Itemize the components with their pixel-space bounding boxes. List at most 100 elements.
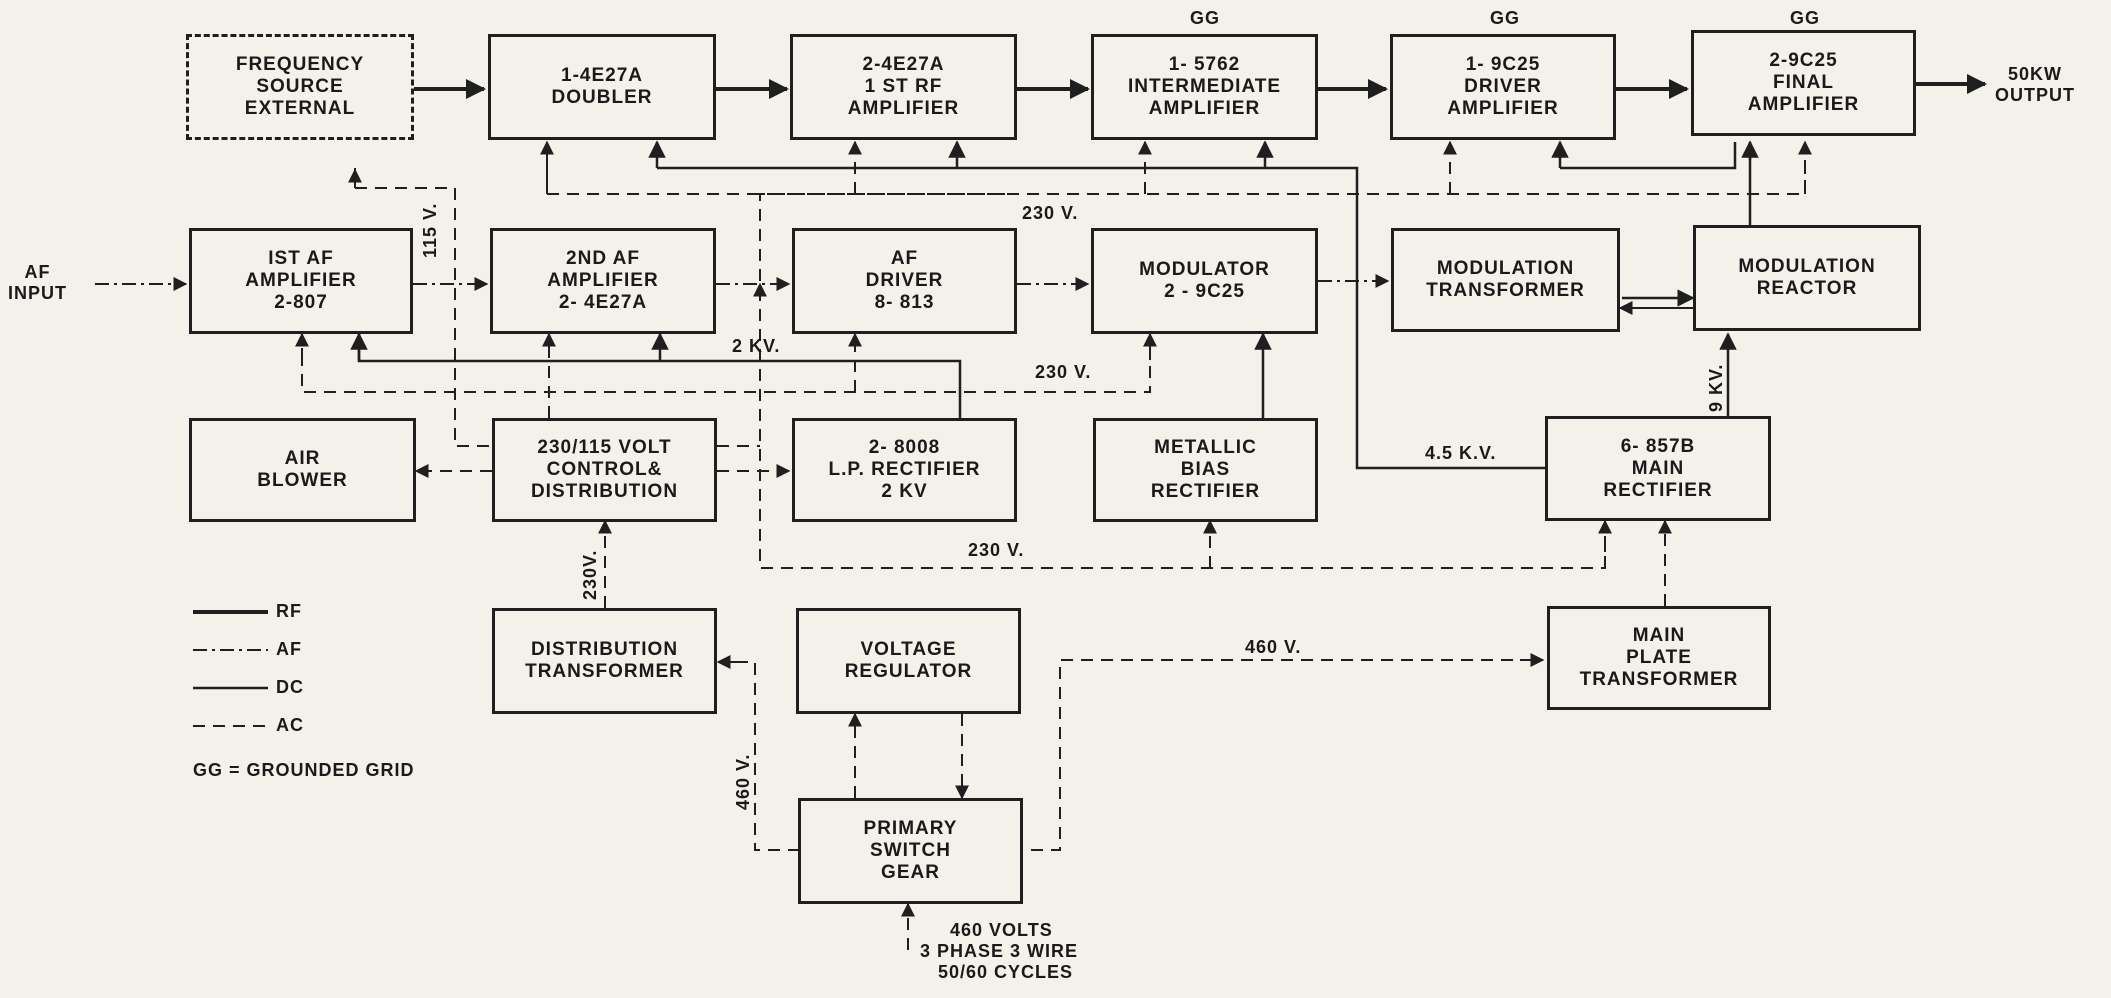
block-line: AF bbox=[890, 248, 919, 269]
af-input-line: INPUT bbox=[8, 283, 67, 303]
supply-line: 3 PHASE 3 WIRE bbox=[920, 941, 1079, 961]
legend-lines bbox=[193, 610, 268, 727]
block-line: TRANSFORMER bbox=[1426, 280, 1585, 301]
doubler-block: 1-4E27A DOUBLER bbox=[488, 34, 716, 140]
final-amplifier-block: 2-9C25 FINAL AMPLIFIER bbox=[1691, 30, 1916, 136]
label-230v-low: 230 V. bbox=[968, 540, 1025, 560]
block-line: RECTIFIER bbox=[1150, 481, 1261, 502]
block-line: 2- 8008 bbox=[868, 437, 941, 458]
output-line: OUTPUT bbox=[1995, 85, 2075, 105]
label-230v-mid: 230 V. bbox=[1035, 362, 1092, 382]
block-line: 2-9C25 bbox=[1769, 50, 1838, 71]
block-line: FINAL bbox=[1773, 72, 1834, 93]
block-line: AMPLIFIER bbox=[847, 98, 960, 119]
block-line: BLOWER bbox=[257, 470, 348, 491]
block-line: AMPLIFIER bbox=[1148, 98, 1261, 119]
block-line: AMPLIFIER bbox=[1447, 98, 1559, 119]
modulator-block: MODULATOR 2 - 9C25 bbox=[1091, 228, 1318, 334]
modulation-transformer-block: MODULATION TRANSFORMER bbox=[1391, 228, 1620, 332]
gg-label-intermediate: GG bbox=[1190, 8, 1221, 28]
block-line: REGULATOR bbox=[844, 661, 973, 682]
voltage-regulator-block: VOLTAGE REGULATOR bbox=[796, 608, 1021, 714]
second-af-amplifier-block: 2ND AF AMPLIFIER 2- 4E27A bbox=[490, 228, 716, 334]
block-line: 1- 9C25 bbox=[1465, 54, 1541, 75]
gg-label-driver: GG bbox=[1490, 8, 1521, 28]
block-line: BIAS bbox=[1180, 459, 1231, 480]
block-line: AMPLIFIER bbox=[1747, 94, 1860, 115]
dc-lines bbox=[350, 140, 1759, 470]
first-af-amplifier-block: IST AF AMPLIFIER 2-807 bbox=[189, 228, 413, 334]
output-label: 50KW OUTPUT bbox=[1995, 64, 2075, 106]
block-line: MODULATOR bbox=[1139, 259, 1270, 280]
af-chain-lines bbox=[95, 274, 1693, 315]
block-line: 1 ST RF bbox=[864, 76, 943, 97]
block-line: 2 KV bbox=[881, 481, 928, 502]
block-line: PRIMARY bbox=[863, 818, 958, 839]
frequency-source-block: FREQUENCY SOURCE EXTERNAL bbox=[186, 34, 414, 140]
supply-label: 460 VOLTS 3 PHASE 3 WIRE 50/60 CYCLES bbox=[920, 920, 1078, 983]
primary-switch-gear-block: PRIMARY SWITCH GEAR bbox=[798, 798, 1023, 904]
block-line: DRIVER bbox=[1464, 76, 1542, 97]
air-blower-block: AIR BLOWER bbox=[189, 418, 416, 522]
label-230v-top: 230 V. bbox=[1022, 203, 1079, 223]
block-line: EXTERNAL bbox=[244, 98, 356, 119]
legend-gg-note: GG = GROUNDED GRID bbox=[193, 760, 415, 780]
block-line: DOUBLER bbox=[551, 87, 653, 108]
block-line: MAIN bbox=[1631, 457, 1685, 479]
block-line: DRIVER bbox=[865, 270, 944, 291]
label-9kv: 9 KV. bbox=[1706, 363, 1726, 412]
block-line: 2ND AF bbox=[566, 248, 640, 269]
block-line: TRANSFORMER bbox=[525, 661, 684, 682]
block-line: INTERMEDIATE bbox=[1127, 76, 1282, 97]
block-line: GEAR bbox=[881, 862, 940, 883]
intermediate-amplifier-block: 1- 5762 INTERMEDIATE AMPLIFIER bbox=[1091, 34, 1318, 140]
gg-label-final: GG bbox=[1790, 8, 1821, 28]
legend-dc: DC bbox=[276, 677, 304, 697]
label-2kv: 2 KV. bbox=[732, 336, 781, 356]
supply-line: 50/60 CYCLES bbox=[938, 962, 1074, 982]
block-line: METALLIC bbox=[1154, 437, 1257, 458]
label-4-5kv: 4.5 K.V. bbox=[1425, 443, 1497, 463]
block-line: RECTIFIER bbox=[1603, 479, 1713, 501]
output-line: 50KW bbox=[2007, 64, 2062, 84]
control-distribution-block: 230/115 VOLT CONTROL& DISTRIBUTION bbox=[492, 418, 717, 522]
first-rf-amplifier-block: 2-4E27A 1 ST RF AMPLIFIER bbox=[790, 34, 1017, 140]
block-line: IST AF bbox=[268, 248, 334, 269]
block-line: L.P. RECTIFIER bbox=[828, 459, 981, 480]
main-plate-transformer-block: MAIN PLATE TRANSFORMER bbox=[1547, 606, 1771, 710]
block-line: MODULATION bbox=[1738, 256, 1876, 277]
block-line: 2-4E27A bbox=[862, 54, 945, 75]
distribution-transformer-block: DISTRIBUTION TRANSFORMER bbox=[492, 608, 717, 714]
ac-lines bbox=[295, 140, 1812, 950]
block-line: REACTOR bbox=[1756, 278, 1858, 299]
af-driver-block: AF DRIVER 8- 813 bbox=[792, 228, 1017, 334]
block-line: FREQUENCY bbox=[235, 54, 365, 75]
block-line: DISTRIBUTION bbox=[530, 481, 679, 502]
label-115v: 115 V. bbox=[420, 202, 440, 258]
bias-rectifier-block: METALLIC BIAS RECTIFIER bbox=[1093, 418, 1318, 522]
label-230v-vertical: 230V. bbox=[580, 549, 600, 600]
af-input-line: AF bbox=[24, 262, 51, 282]
label-460v-vertical: 460 V. bbox=[733, 753, 753, 810]
block-line: SOURCE bbox=[256, 76, 344, 97]
label-460v: 460 V. bbox=[1245, 637, 1302, 657]
block-line: MAIN bbox=[1632, 625, 1686, 646]
legend-rf: RF bbox=[276, 601, 302, 621]
block-line: 2-807 bbox=[274, 292, 328, 313]
block-line: 1- 5762 bbox=[1168, 54, 1241, 75]
block-line: 1-4E27A bbox=[561, 65, 643, 86]
block-line: AIR bbox=[284, 448, 321, 469]
legend-af: AF bbox=[276, 639, 302, 659]
block-line: DISTRIBUTION bbox=[530, 639, 679, 660]
block-line: 6- 857B bbox=[1620, 435, 1696, 457]
block-line: AMPLIFIER bbox=[245, 270, 357, 291]
block-line: VOLTAGE bbox=[860, 639, 957, 660]
main-rectifier-block: 6- 857B MAIN RECTIFIER bbox=[1545, 416, 1771, 521]
block-line: TRANSFORMER bbox=[1579, 669, 1739, 690]
block-line: 2 - 9C25 bbox=[1164, 281, 1245, 302]
block-line: MODULATION bbox=[1436, 258, 1575, 279]
block-line: 8- 813 bbox=[874, 292, 935, 313]
block-line: SWITCH bbox=[870, 840, 951, 861]
block-line: AMPLIFIER bbox=[547, 270, 659, 291]
rf-chain-lines bbox=[414, 74, 1987, 99]
